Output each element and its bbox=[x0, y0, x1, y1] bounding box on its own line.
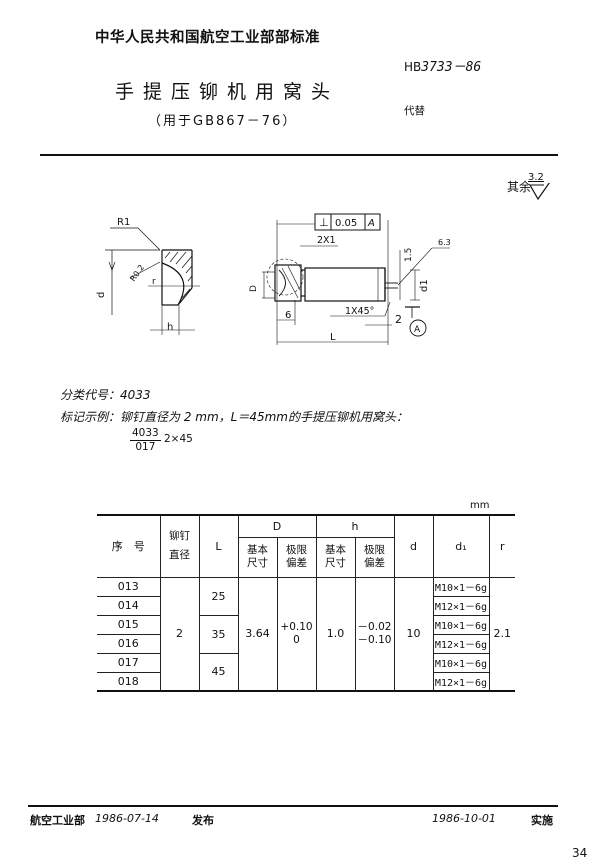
label-1-5: 1.5 bbox=[404, 248, 414, 262]
document-title: 手提压铆机用窝头 bbox=[115, 81, 340, 103]
header-D-deviation: 极限偏差 bbox=[276, 536, 317, 578]
label-roughness-6-3: 6.3 bbox=[438, 238, 451, 247]
row-d1: M10×1－6g bbox=[432, 652, 490, 673]
cell-L-35: 35 bbox=[198, 614, 239, 654]
label-h: h bbox=[167, 322, 173, 333]
cell-h-deviation: －0.02－0.10 bbox=[354, 576, 395, 692]
label-r: r bbox=[152, 277, 156, 287]
label-d1: d1 bbox=[419, 279, 430, 292]
marking-fraction: 4033 017 bbox=[130, 427, 161, 454]
standard-prefix: HB bbox=[404, 60, 422, 74]
classification-code: 分类代号：4033 bbox=[60, 388, 151, 402]
marking-example: 标记示例：铆钉直径为 2 mm，L＝45mm的手提压铆机用窝头： bbox=[60, 410, 408, 424]
row-serial: 014 bbox=[97, 595, 161, 616]
cell-rivet-diameter: 2 bbox=[159, 576, 200, 692]
label-r1: R1 bbox=[117, 217, 130, 228]
roughness-symbol-icon bbox=[530, 183, 550, 201]
header-rivet-diameter: 铆钉直径 bbox=[159, 515, 200, 578]
header-D-basic: 基本尺寸 bbox=[237, 536, 278, 578]
technical-drawing: R1 R0.2 r d h D 6 L 2X1 ⊥ 0.05 A 1X45° 1… bbox=[96, 213, 451, 345]
header-r: r bbox=[488, 515, 515, 578]
roughness-rest-label: 其余 bbox=[507, 180, 532, 194]
document-subtitle: （用于GB867－76） bbox=[148, 114, 298, 129]
header-d1: d₁ bbox=[432, 515, 490, 578]
footer-publish-label: 发布 bbox=[192, 814, 214, 827]
row-serial: 013 bbox=[97, 576, 161, 597]
table-unit: mm bbox=[470, 500, 490, 511]
row-serial: 016 bbox=[97, 633, 161, 654]
marking-suffix: 2×45 bbox=[164, 433, 193, 445]
label-chamfer: 1X45° bbox=[345, 306, 374, 317]
marking-denominator: 017 bbox=[135, 441, 156, 453]
tol-value: 0.05 bbox=[335, 218, 357, 229]
header-d: d bbox=[393, 515, 434, 578]
marking-numerator: 4033 bbox=[130, 427, 161, 441]
cell-r: 2.1 bbox=[488, 576, 515, 692]
row-serial: 015 bbox=[97, 614, 161, 635]
header-h-basic: 基本尺寸 bbox=[315, 536, 356, 578]
tol-symbol: ⊥ bbox=[319, 216, 329, 229]
label-d: d bbox=[96, 292, 107, 298]
label-datum-A: A bbox=[414, 325, 421, 335]
cell-d: 10 bbox=[393, 576, 434, 692]
row-d1: M12×1－6g bbox=[432, 671, 490, 692]
header-D: D bbox=[237, 515, 317, 538]
row-serial: 017 bbox=[97, 652, 161, 673]
detail-section-view bbox=[105, 227, 200, 335]
header-serial: 序 号 bbox=[97, 515, 161, 578]
page-number: 34 bbox=[572, 846, 588, 860]
footer-implement-date: 1986-10-01 bbox=[432, 812, 496, 825]
tol-datum: A bbox=[367, 218, 375, 229]
header-h: h bbox=[315, 515, 395, 538]
standard-number-value: 3733－86 bbox=[421, 60, 482, 75]
row-d1: M12×1－6g bbox=[432, 595, 490, 616]
label-L: L bbox=[330, 332, 336, 343]
row-serial: 018 bbox=[97, 671, 161, 692]
label-2x1: 2X1 bbox=[317, 235, 336, 246]
header-divider bbox=[40, 154, 558, 156]
cell-L-25: 25 bbox=[198, 576, 239, 616]
roughness-rest-value: 3.2 bbox=[528, 172, 544, 183]
standard-number: HB3733－86 bbox=[404, 56, 481, 75]
row-d1: M10×1－6g bbox=[432, 614, 490, 635]
footer-organization: 航空工业部 bbox=[30, 814, 85, 827]
label-6: 6 bbox=[285, 310, 291, 321]
cell-L-45: 45 bbox=[198, 652, 239, 692]
issuing-organization: 中华人民共和国航空工业部部标准 bbox=[95, 30, 320, 46]
cell-h-basic: 1.0 bbox=[315, 576, 356, 692]
header-h-deviation: 极限偏差 bbox=[354, 536, 395, 578]
footer-implement-label: 实施 bbox=[531, 814, 553, 827]
main-elevation-view bbox=[262, 213, 450, 345]
footer-divider bbox=[28, 805, 558, 807]
replaces-label: 代替 bbox=[404, 105, 425, 117]
label-D: D bbox=[249, 285, 259, 292]
cell-D-basic: 3.64 bbox=[237, 576, 278, 692]
row-d1: M10×1－6g bbox=[432, 576, 490, 597]
header-L: L bbox=[198, 515, 239, 578]
footer-publish-date: 1986-07-14 bbox=[95, 812, 159, 825]
label-2: 2 bbox=[395, 313, 402, 326]
label-r02: R0.2 bbox=[128, 263, 146, 283]
row-d1: M12×1－6g bbox=[432, 633, 490, 654]
specification-table: 序 号 铆钉直径 L D h d d₁ r 基本尺寸 极限偏差 基本尺寸 极限偏… bbox=[97, 514, 515, 692]
